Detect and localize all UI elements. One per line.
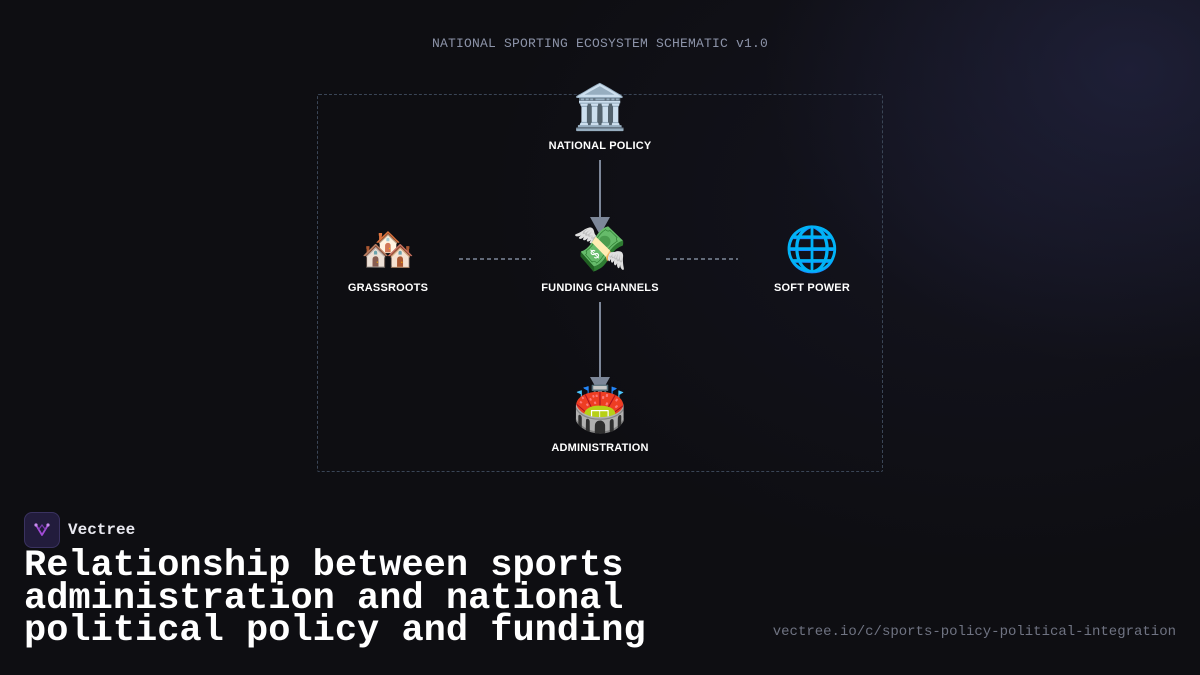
node-funding-channels: 💸 FUNDING CHANNELS [520,224,680,294]
node-label-soft-power: SOFT POWER [774,282,850,294]
classical-building-icon: 🏛️ [572,83,628,132]
stadium-icon: 🏟️ [572,385,628,434]
schematic-title: NATIONAL SPORTING ECOSYSTEM SCHEMATIC v1… [431,36,769,51]
brand-name: Vectree [68,521,136,539]
node-soft-power: 🌐 SOFT POWER [732,224,892,294]
node-label-national-policy: NATIONAL POLICY [548,140,652,152]
vectree-logo-icon [24,512,60,548]
page-headline: Relationship between sports administrati… [24,545,646,652]
node-label-administration: ADMINISTRATION [551,442,649,454]
brand[interactable]: Vectree [24,512,135,548]
page-url[interactable]: vectree.io/c/sports-policy-political-int… [772,624,1176,640]
node-label-funding-channels: FUNDING CHANNELS [541,282,659,294]
houses-icon: 🏘️ [360,225,416,274]
diagram-frame [317,94,883,472]
node-national-policy: 🏛️ NATIONAL POLICY [520,82,680,152]
node-administration: 🏟️ ADMINISTRATION [520,384,680,454]
node-grassroots: 🏘️ GRASSROOTS [308,224,468,294]
globe-icon: 🌐 [784,225,840,274]
node-label-grassroots: GRASSROOTS [347,282,429,294]
money-with-wings-icon: 💸 [572,225,628,274]
